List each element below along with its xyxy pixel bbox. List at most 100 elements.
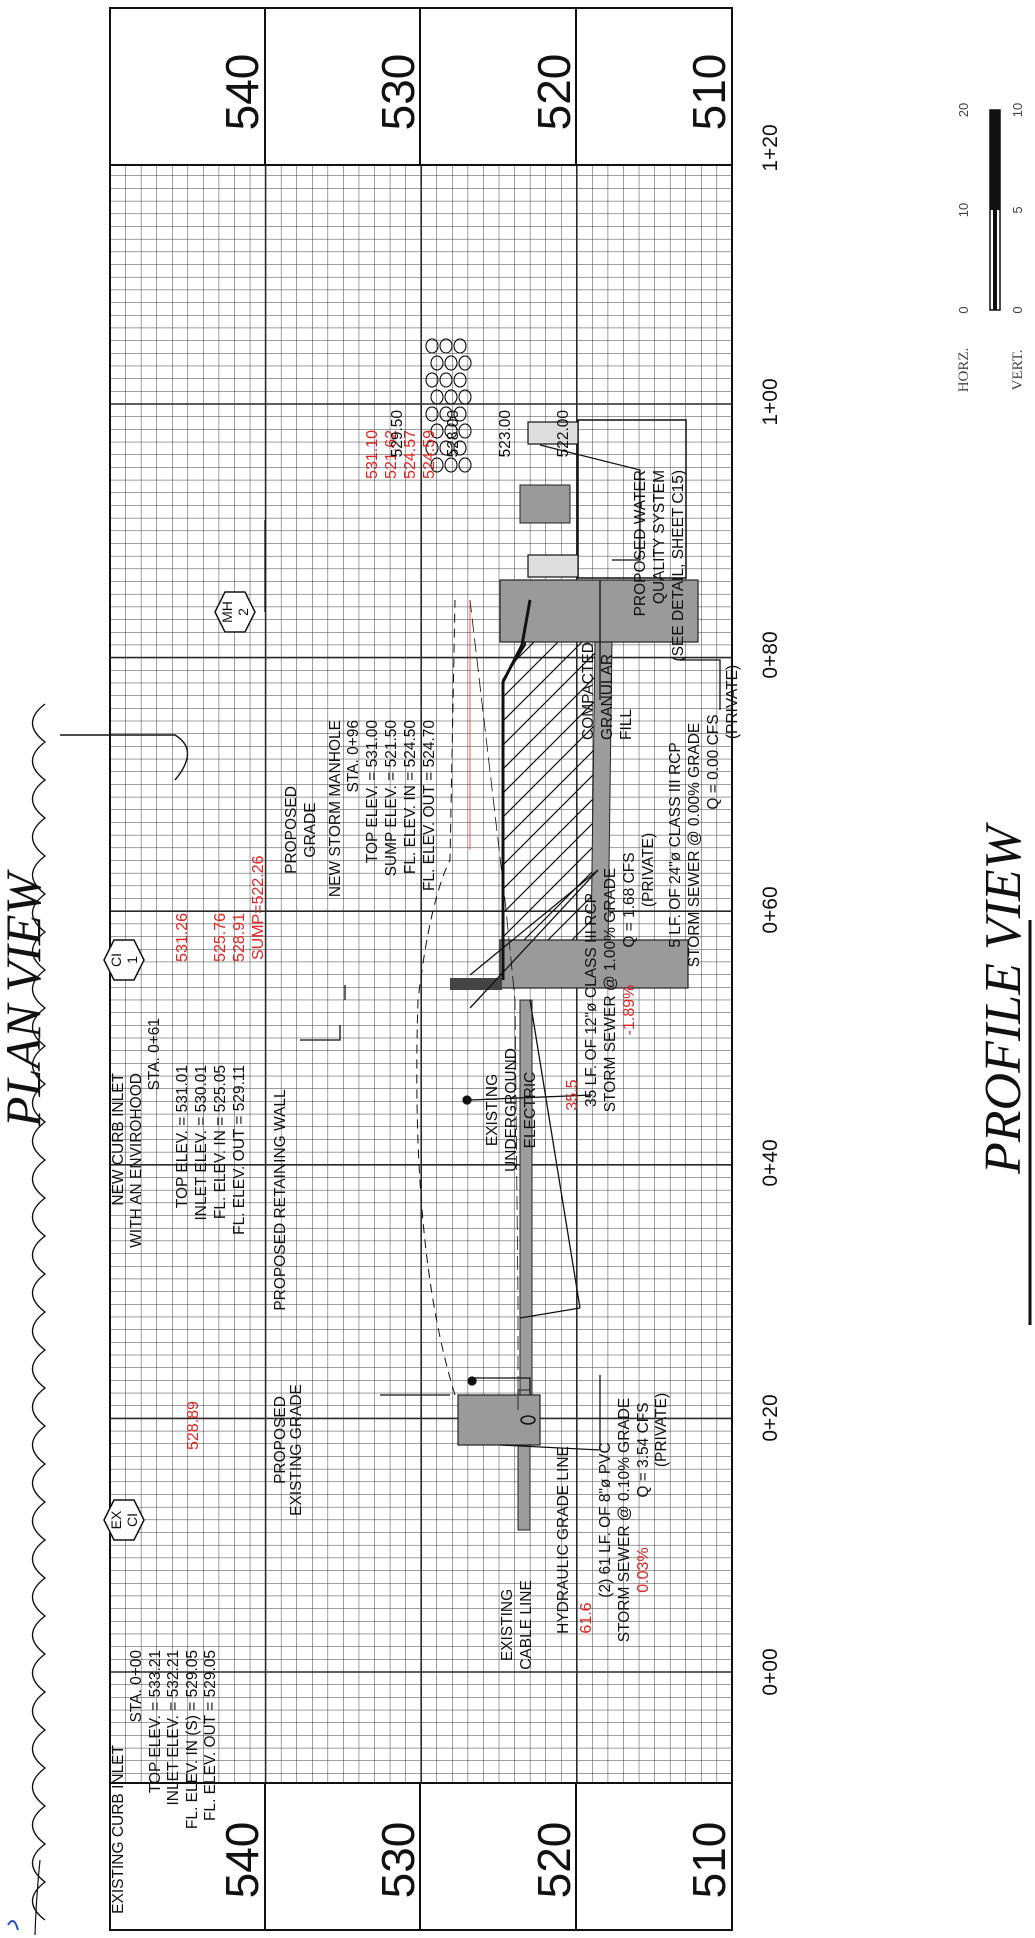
manhole-red-sump: 521.62 bbox=[383, 430, 400, 479]
new-storm-manhole-structure bbox=[499, 579, 699, 643]
pvc-red-length: 61.6 bbox=[578, 1602, 595, 1633]
new-inlet-title: NEW CURB INLET bbox=[110, 1072, 127, 1205]
ci-1-tag-top: CI bbox=[108, 953, 124, 967]
wq-note-2: QUALITY SYSTEM bbox=[651, 470, 668, 604]
manhole-top-elev: TOP ELEV. = 531.00 bbox=[364, 720, 381, 864]
station-label: 1+00 bbox=[759, 378, 782, 425]
hydraulic-grade-callout: HYDRAULIC GRADE LINE bbox=[555, 1446, 572, 1634]
cable-callout-2: CABLE LINE bbox=[518, 1580, 535, 1670]
new-inlet-top-elev: TOP ELEV. = 531.01 bbox=[174, 1065, 191, 1208]
retaining-wall-callout: PROPOSED RETAINING WALL bbox=[272, 1089, 289, 1311]
stone bbox=[453, 338, 467, 354]
proposed-grade-line bbox=[501, 599, 532, 980]
handwritten-mark bbox=[7, 1920, 19, 1931]
stone bbox=[458, 355, 472, 371]
fill-callout-2: GRANULAR bbox=[599, 654, 616, 740]
profile-view-title-group: PROFILE VIEW bbox=[975, 821, 1032, 1325]
existing-inlet-station: STA. 0+00 bbox=[128, 1650, 145, 1723]
rcp12-note-1: 35 LF. OF 12"ø CLASS III RCP bbox=[583, 893, 600, 1107]
scale-horz-tick: 10 bbox=[956, 203, 971, 217]
scale-vert-tick: 0 bbox=[1010, 306, 1025, 313]
manhole-station: STA. 0+96 bbox=[345, 720, 362, 793]
elevation-label-left: 520 bbox=[528, 1822, 580, 1899]
proposed-grade-callout-2a: PROPOSED bbox=[283, 786, 300, 874]
elevation-label-right: 520 bbox=[528, 54, 580, 131]
stone bbox=[444, 423, 458, 439]
new-inlet-fl-in: FL. ELEV. IN = 525.05 bbox=[212, 1065, 229, 1219]
manhole-fl-in: FL. ELEV. IN = 524.50 bbox=[402, 720, 419, 874]
scale-bar: HORZ. VERT. 0 10 20 0 5 10 bbox=[956, 103, 1026, 393]
station-labels: 0+00 0+20 0+40 0+60 0+80 1+00 1+20 bbox=[759, 124, 782, 1695]
rcp12-red-length: 35.5 bbox=[564, 1079, 581, 1110]
manhole-red-top: 531.10 bbox=[364, 430, 381, 479]
elevation-label-left: 510 bbox=[683, 1822, 735, 1899]
water-quality-system bbox=[425, 338, 687, 579]
existing-inlet-title: EXISTING CURB INLET bbox=[110, 1744, 127, 1913]
manhole-fl-out: FL. ELEV. OUT = 524.70 bbox=[421, 720, 438, 891]
stone bbox=[439, 338, 453, 354]
stone bbox=[444, 457, 458, 473]
new-inlet-station: STA. 0+61 bbox=[146, 1018, 163, 1091]
pvc-note-1: (2) 61 LF. OF 8"ø PVC bbox=[597, 1442, 614, 1597]
station-label: 0+00 bbox=[759, 1648, 782, 1695]
ex-ci-tag-bottom: CI bbox=[124, 1513, 140, 1527]
stone bbox=[453, 406, 467, 422]
cable-callout-1: EXISTING bbox=[499, 1589, 516, 1661]
fill-callout-1: COMPACTED bbox=[580, 642, 597, 740]
retaining-wall bbox=[450, 978, 502, 990]
station-label: 1+20 bbox=[759, 124, 782, 171]
elevation-labels: 540 530 520 510 540 530 520 510 bbox=[216, 54, 735, 1899]
rcp12-note-2: STORM SEWER @ 1.00% GRADE bbox=[602, 868, 619, 1113]
stone bbox=[425, 406, 439, 422]
structures bbox=[450, 579, 699, 1446]
new-inlet-red-in: 525.76 bbox=[212, 913, 229, 962]
pvc-note-3: Q = 3.54 CFS bbox=[635, 1402, 652, 1497]
mh-2-tag-bottom: 2 bbox=[235, 608, 251, 616]
manhole-title: NEW STORM MANHOLE bbox=[327, 720, 344, 897]
stone-fill bbox=[425, 338, 472, 473]
stone bbox=[458, 457, 472, 473]
stone bbox=[430, 423, 444, 439]
existing-inlet-pipe-opening bbox=[520, 1415, 536, 1425]
scale-vert-tick: 10 bbox=[1010, 103, 1025, 117]
station-label: 0+60 bbox=[759, 886, 782, 933]
station-label: 0+40 bbox=[759, 1139, 782, 1186]
existing-inlet-red-elev: 528.89 bbox=[185, 1401, 202, 1450]
stone bbox=[425, 338, 439, 354]
wq-elev-4: 522.00 bbox=[555, 410, 572, 458]
stone bbox=[439, 406, 453, 422]
existing-inlet-fl-out: FL. ELEV. OUT = 529.05 bbox=[202, 1650, 219, 1821]
ex-ci-tag-top: EX bbox=[108, 1510, 124, 1529]
rcp24-note-4: (PRIVATE) bbox=[724, 665, 741, 739]
plan-view-title-area: PLAN VIEW bbox=[0, 703, 189, 1936]
profile-grid bbox=[109, 165, 732, 1783]
new-inlet-red-out: 528.91 bbox=[231, 913, 248, 962]
stone bbox=[430, 457, 444, 473]
pvc-note-2: STORM SEWER @ 0.10% GRADE bbox=[616, 1398, 633, 1643]
fill-callout-3: FILL bbox=[618, 709, 635, 740]
scale-horz-tick: 20 bbox=[956, 103, 971, 117]
manhole-sump-elev: SUMP ELEV. = 521.50 bbox=[383, 720, 400, 877]
existing-curb-inlet-structure bbox=[457, 1394, 541, 1446]
new-inlet-red-top: 531.26 bbox=[174, 913, 191, 962]
stone bbox=[453, 440, 467, 456]
existing-inlet-inlet-elev: INLET ELEV. = 532.21 bbox=[165, 1650, 182, 1806]
proposed-grade-callout-1: PROPOSED bbox=[272, 1396, 289, 1484]
rcp24-note-2: STORM SEWER @ 0.00% GRADE bbox=[686, 723, 703, 968]
station-label: 0+20 bbox=[759, 1394, 782, 1441]
manhole-red-in: 524.57 bbox=[402, 430, 419, 479]
hydraulic-grade-line bbox=[469, 599, 519, 1410]
mh-2-tag-top: MH bbox=[219, 601, 235, 623]
elevation-label-left: 530 bbox=[372, 1822, 424, 1899]
electric-callout-2: UNDERGROUND bbox=[503, 1048, 520, 1172]
scale-vert-tick: 5 bbox=[1010, 206, 1025, 213]
existing-grade-line bbox=[416, 599, 456, 1396]
wq-elev-1: 529.50 bbox=[389, 410, 406, 458]
new-inlet-red-sump: SUMP=522.26 bbox=[250, 855, 267, 960]
stone bbox=[439, 440, 453, 456]
rcp24-note-3: Q = 0.00 CFS bbox=[705, 714, 722, 809]
scale-horz-tick: 0 bbox=[956, 306, 971, 313]
existing-inlet-top-elev: TOP ELEV. = 533.21 bbox=[147, 1650, 164, 1793]
